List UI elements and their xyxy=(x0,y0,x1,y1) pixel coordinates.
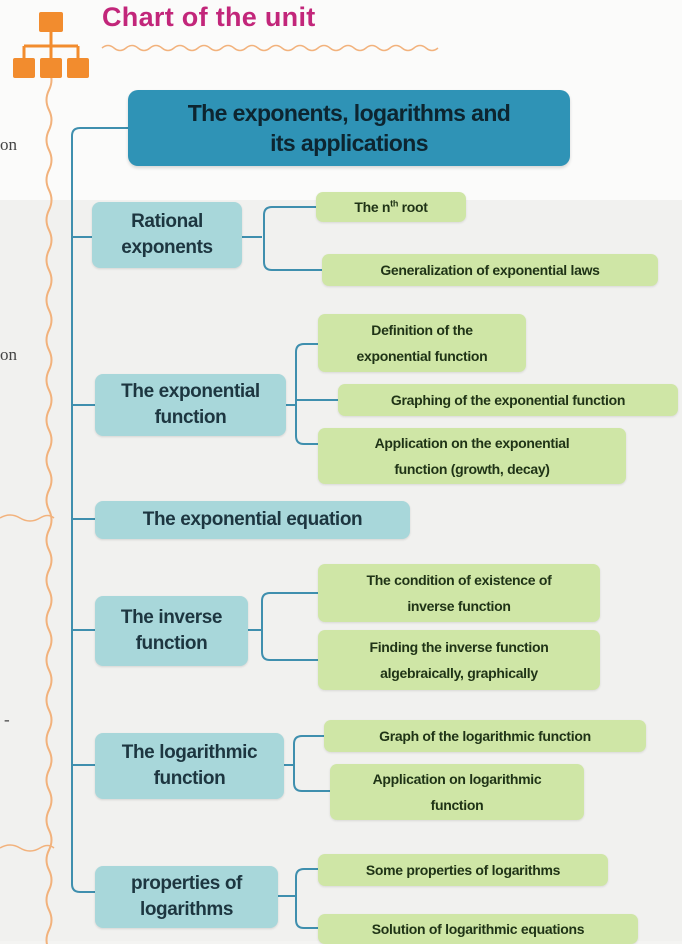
topic-label: The inverse xyxy=(120,607,223,628)
topic-properties-of-logarithms: properties of logarithms xyxy=(95,866,278,928)
topic-label: function xyxy=(154,407,227,428)
subtopic-label: function xyxy=(430,797,484,813)
branch-line xyxy=(278,868,318,929)
title-underline-wave xyxy=(101,44,439,52)
subtopic-application-exponential: Application on the exponential function (… xyxy=(318,428,626,484)
subtopic-label: inverse function xyxy=(407,598,511,614)
subtopic-label: Some properties of logarithms xyxy=(365,862,561,878)
subtopic-label: algebraically, graphically xyxy=(380,665,538,681)
topic-exponential-function: The exponential function xyxy=(95,374,286,436)
page-title: Chart of the unit xyxy=(102,2,316,32)
wavy-vertical-line xyxy=(45,69,53,944)
subtopic-label: Graph of the logarithmic function xyxy=(379,728,591,744)
side-wave xyxy=(0,514,55,522)
margin-text: - xyxy=(4,710,10,729)
subtopic-superscript: th xyxy=(390,198,399,209)
subtopic-label: Finding the inverse function xyxy=(369,639,549,655)
subtopic-label: function (growth, decay) xyxy=(394,461,550,477)
subtopic-label: The n xyxy=(354,199,391,215)
subtopic-label: Application on the exponential xyxy=(374,435,570,451)
subtopic-label: Definition of the xyxy=(371,322,473,338)
subtopic-definition-exponential: Definition of the exponential function xyxy=(318,314,526,372)
topic-label: function xyxy=(153,768,226,789)
branch-line xyxy=(248,592,318,661)
subtopic-label: The condition of existence of xyxy=(366,572,552,588)
subtopic-generalization-laws: Generalization of exponential laws xyxy=(322,254,658,286)
subtopic-label: exponential function xyxy=(356,348,488,364)
topic-logarithmic-function: The logarithmic function xyxy=(95,733,284,799)
subtopic-nth-root: The nth root xyxy=(316,192,466,222)
root-node: The exponents, logarithms and its applic… xyxy=(128,90,570,166)
subtopic-label: Solution of logarithmic equations xyxy=(371,921,585,937)
topic-inverse-function: The inverse function xyxy=(95,596,248,666)
subtopic-label: Application on logarithmic xyxy=(372,771,542,787)
subtopic-solution-equations: Solution of logarithmic equations xyxy=(318,914,638,944)
branch-line xyxy=(286,343,338,445)
subtopic-finding-inverse: Finding the inverse function algebraicall… xyxy=(318,630,600,690)
subtopic-label: root xyxy=(398,199,428,215)
topic-rational-exponents: Rational exponents xyxy=(92,202,242,268)
topic-label: The logarithmic xyxy=(121,742,258,763)
topic-label: function xyxy=(135,633,208,654)
margin-text: on xyxy=(0,345,17,364)
subtopic-condition-inverse: The condition of existence of inverse fun… xyxy=(318,564,600,622)
topic-label: logarithms xyxy=(139,899,234,920)
root-node-line2: its applications xyxy=(270,130,428,156)
subtopic-label: Graphing of the exponential function xyxy=(390,392,626,408)
topic-label: Rational xyxy=(131,211,203,232)
trunk-line xyxy=(71,127,128,893)
topic-label: exponents xyxy=(121,237,213,258)
root-node-line1: The exponents, logarithms and xyxy=(187,100,511,126)
subtopic-graphing-exponential: Graphing of the exponential function xyxy=(338,384,678,416)
subtopic-application-logarithmic: Application on logarithmic function xyxy=(330,764,584,820)
branch-line xyxy=(284,735,330,792)
branch-line xyxy=(242,206,322,271)
topic-exponential-equation: The exponential equation xyxy=(95,501,410,539)
hierarchy-icon xyxy=(13,12,89,78)
margin-text: on xyxy=(0,135,17,154)
subtopic-graph-logarithmic: Graph of the logarithmic function xyxy=(324,720,646,752)
topic-label: The exponential equation xyxy=(142,509,363,530)
side-wave xyxy=(0,844,55,852)
topic-label: The exponential xyxy=(121,381,260,402)
topic-label: properties of xyxy=(131,873,242,894)
subtopic-label: Generalization of exponential laws xyxy=(380,262,600,278)
subtopic-some-properties: Some properties of logarithms xyxy=(318,854,608,886)
